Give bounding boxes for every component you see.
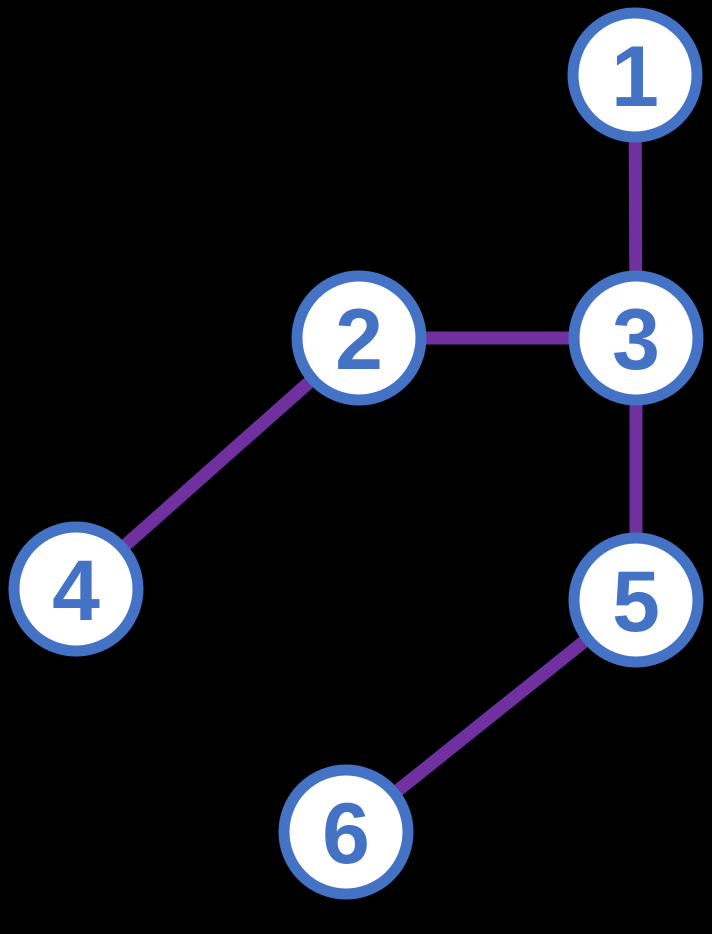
node-circle-1[interactable]	[567, 7, 703, 143]
graph-node-2[interactable]: 2	[291, 270, 427, 406]
node-label-1: 1	[611, 29, 659, 125]
nodes-group: 1 2 3 4 5 6	[8, 7, 704, 900]
graph-node-3[interactable]: 3	[568, 270, 704, 406]
node-circle-5[interactable]	[568, 532, 704, 668]
node-label-2: 2	[335, 292, 383, 388]
node-label-6: 6	[322, 786, 370, 882]
graph-node-6[interactable]: 6	[278, 764, 414, 900]
graph-node-4[interactable]: 4	[8, 521, 144, 657]
node-circle-3[interactable]	[568, 270, 704, 406]
graph-node-1[interactable]: 1	[567, 7, 703, 143]
node-circle-4[interactable]	[8, 521, 144, 657]
node-label-3: 3	[612, 292, 660, 388]
node-circle-6[interactable]	[278, 764, 414, 900]
edges-group	[71, 74, 643, 838]
node-label-4: 4	[52, 543, 100, 639]
node-circle-2[interactable]	[291, 270, 427, 406]
graph-node-5[interactable]: 5	[568, 532, 704, 668]
node-label-5: 5	[612, 554, 660, 650]
